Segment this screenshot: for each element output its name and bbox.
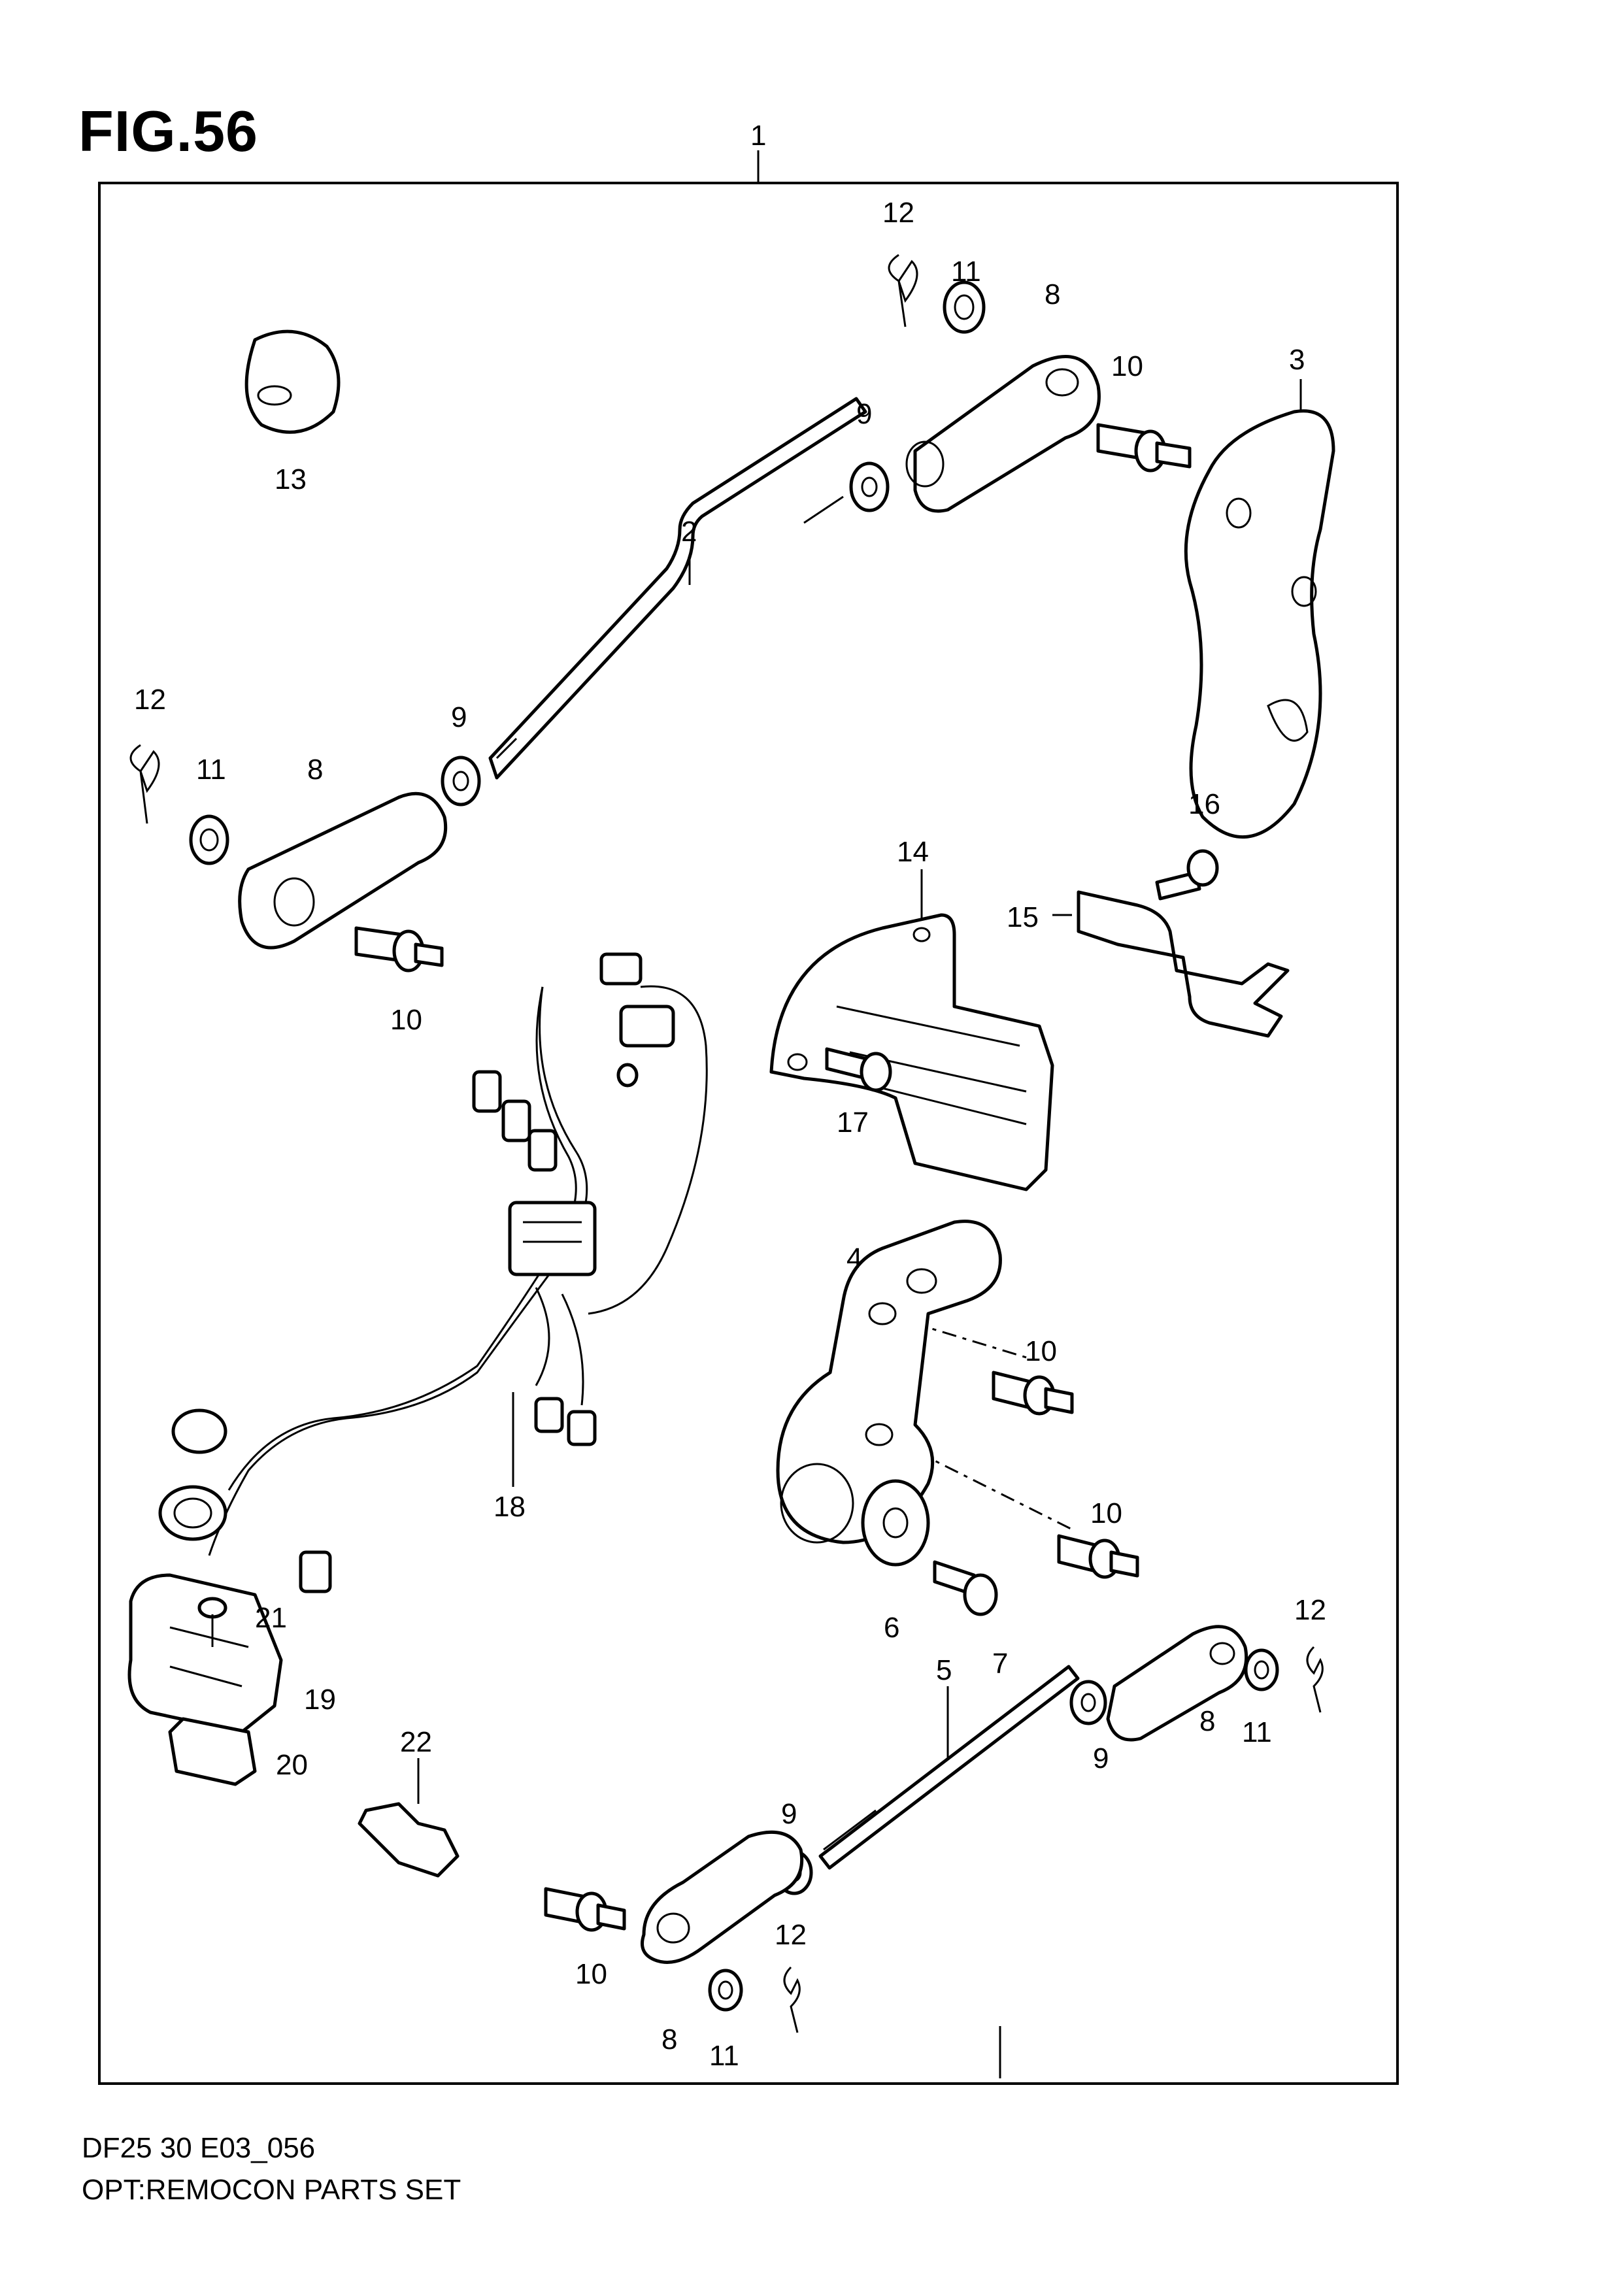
part-12-clip-lower-right (1306, 1646, 1324, 1713)
part-9-nut-left (441, 756, 481, 807)
callout-8: 8 (307, 754, 323, 786)
callout-9: 9 (451, 701, 467, 733)
callout-18: 18 (494, 1491, 526, 1523)
callout-9: 9 (1093, 1742, 1109, 1774)
part-10-pin-top (1096, 423, 1192, 473)
assembly-name: OPT:REMOCON PARTS SET (82, 2174, 461, 2206)
part-10-pin-center-upper (992, 1371, 1074, 1416)
part-10-pin-center-lower (1057, 1534, 1139, 1579)
callout-12: 12 (1294, 1594, 1326, 1626)
part-11-washer-top (943, 280, 986, 334)
callout-9: 9 (856, 398, 872, 430)
callout-12: 12 (134, 684, 166, 716)
callout-11: 11 (1242, 1716, 1272, 1748)
part-7-bolt (933, 1560, 998, 1616)
callout-20: 20 (276, 1749, 308, 1781)
callout-labels: 1 12 11 8 10 3 9 13 2 12 9 11 8 16 14 15… (134, 120, 1326, 2072)
callout-10: 10 (1025, 1335, 1057, 1367)
model-code: DF25 30 E03_056 (82, 2132, 316, 2164)
part-9-nut-lower-right (1069, 1680, 1107, 1725)
callout-11: 11 (709, 2040, 739, 2072)
part-12-clip-lower-left (783, 1966, 801, 2033)
callout-5: 5 (936, 1654, 952, 1686)
part-12-clip-top (888, 254, 918, 327)
callout-9: 9 (781, 1798, 797, 1830)
part-17-bolt (825, 1047, 892, 1092)
callout-15: 15 (1007, 901, 1039, 933)
part-20-plate (168, 1717, 257, 1786)
part-12-clip-left (129, 744, 160, 824)
callout-11: 11 (951, 256, 981, 288)
callout-22: 22 (400, 1726, 432, 1758)
callout-12: 12 (882, 197, 914, 229)
part-22-plate (358, 1802, 460, 1878)
part-6-washer (861, 1479, 930, 1567)
callout-10: 10 (1090, 1497, 1122, 1529)
part-11-washer-lower-left (708, 1969, 743, 2012)
callout-12: 12 (775, 1919, 807, 1951)
callout-8: 8 (1045, 278, 1060, 310)
callout-1: 1 (750, 120, 766, 152)
part-8-lever-top (905, 355, 1101, 513)
part-5-rod-lower (818, 1665, 1080, 1870)
part-2-rod-upper (488, 397, 867, 780)
part-14-cable-holder (769, 913, 1054, 1191)
callout-21: 21 (255, 1602, 287, 1634)
part-8-lever-lower-left (641, 1830, 804, 1964)
part-10-pin-lower (544, 1887, 626, 1932)
part-15-plate (1077, 890, 1290, 1038)
callout-13: 13 (275, 463, 307, 495)
callout-19: 19 (304, 1684, 336, 1716)
part-11-washer-lower-right (1244, 1648, 1279, 1691)
parts-set-frame (98, 182, 1399, 2085)
callout-8: 8 (661, 2023, 677, 2055)
callout-3: 3 (1289, 344, 1305, 376)
callout-10: 10 (1111, 350, 1143, 382)
part-18-wiring-harness (158, 952, 708, 1593)
part-3-bracket (1184, 409, 1335, 839)
callout-4: 4 (846, 1242, 862, 1274)
callout-8: 8 (1199, 1705, 1215, 1737)
part-11-washer-left (189, 814, 229, 865)
part-4-bracket (776, 1220, 1002, 1544)
part-9-nut-top (849, 461, 890, 512)
part-13-grommet (244, 329, 341, 434)
part-19-switch-holder (127, 1573, 283, 1734)
callout-6: 6 (884, 1612, 899, 1644)
callout-14: 14 (897, 836, 929, 868)
callout-10: 10 (575, 1958, 607, 1990)
part-8-lever-left (238, 791, 448, 950)
callout-17: 17 (837, 1106, 869, 1139)
callout-16: 16 (1188, 788, 1220, 820)
callout-2: 2 (681, 516, 697, 548)
part-21-screw (197, 1597, 227, 1647)
callout-7: 7 (992, 1648, 1008, 1680)
part-16-bolt (1155, 849, 1219, 901)
callout-11: 11 (196, 754, 226, 786)
part-10-pin-left (354, 926, 444, 973)
figure-title: FIG.56 (78, 99, 258, 163)
callout-10: 10 (390, 1004, 422, 1036)
part-8-lever-lower-right (1106, 1625, 1248, 1742)
